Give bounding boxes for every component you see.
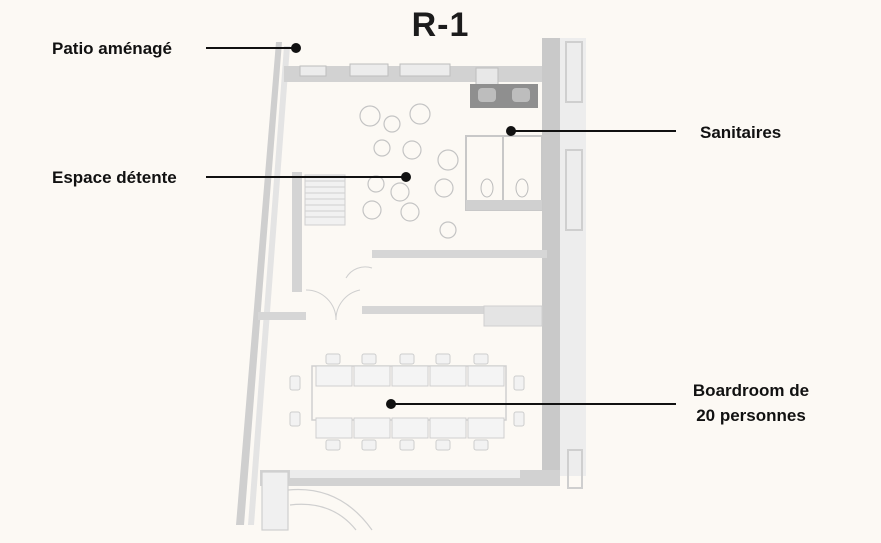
right-wall: [542, 38, 560, 476]
top-window-3: [399, 63, 451, 77]
floor-title: R-1: [411, 6, 470, 44]
label-espace-detente: Espace détente: [52, 168, 177, 187]
curved-stair: [261, 471, 373, 531]
left-inner-wall: [248, 46, 290, 525]
label-boardroom-line1: Boardroom de: [692, 381, 810, 400]
door-swing-top: [345, 266, 373, 279]
mid-partition-upper: [372, 250, 547, 258]
left-partition: [258, 312, 306, 320]
bottom-window: [290, 470, 520, 478]
boardroom-chairs: [289, 353, 525, 451]
boardroom-desks-bottom: [315, 417, 505, 439]
toilet-1: [480, 178, 494, 198]
toilet-back-wall: [466, 200, 542, 210]
lounge-furniture: [359, 103, 459, 239]
label-sanitaires: Sanitaires: [700, 123, 782, 142]
boardroom-dot: [386, 399, 396, 409]
patio-dot: [291, 43, 301, 53]
label-boardroom: Boardroom de 20 personnes: [676, 378, 826, 428]
door-swing-left: [305, 289, 337, 321]
label-boardroom-line2: 20 personnes: [696, 406, 806, 425]
toilet-2: [515, 178, 529, 198]
leader-dots: [291, 43, 516, 409]
right-adjacent: [560, 38, 586, 476]
detente-dot: [401, 172, 411, 182]
door-swing-right: [335, 289, 361, 321]
staircase-steps: [305, 180, 345, 218]
sink-1: [478, 88, 496, 102]
mid-partition-lower: [362, 306, 487, 314]
boardroom-desks-top: [315, 365, 505, 387]
sink-2: [512, 88, 530, 102]
leader-lines: [206, 47, 676, 405]
stair-wall: [292, 172, 302, 292]
right-window-top: [565, 41, 583, 103]
top-window-1: [299, 65, 327, 77]
label-patio: Patio aménagé: [52, 39, 172, 58]
right-window-bottom: [567, 449, 583, 489]
sanitaires-dot: [506, 126, 516, 136]
left-outer-wall: [236, 42, 282, 525]
mid-block: [483, 305, 543, 327]
top-window-2: [349, 63, 389, 77]
right-window-mid: [565, 149, 583, 231]
